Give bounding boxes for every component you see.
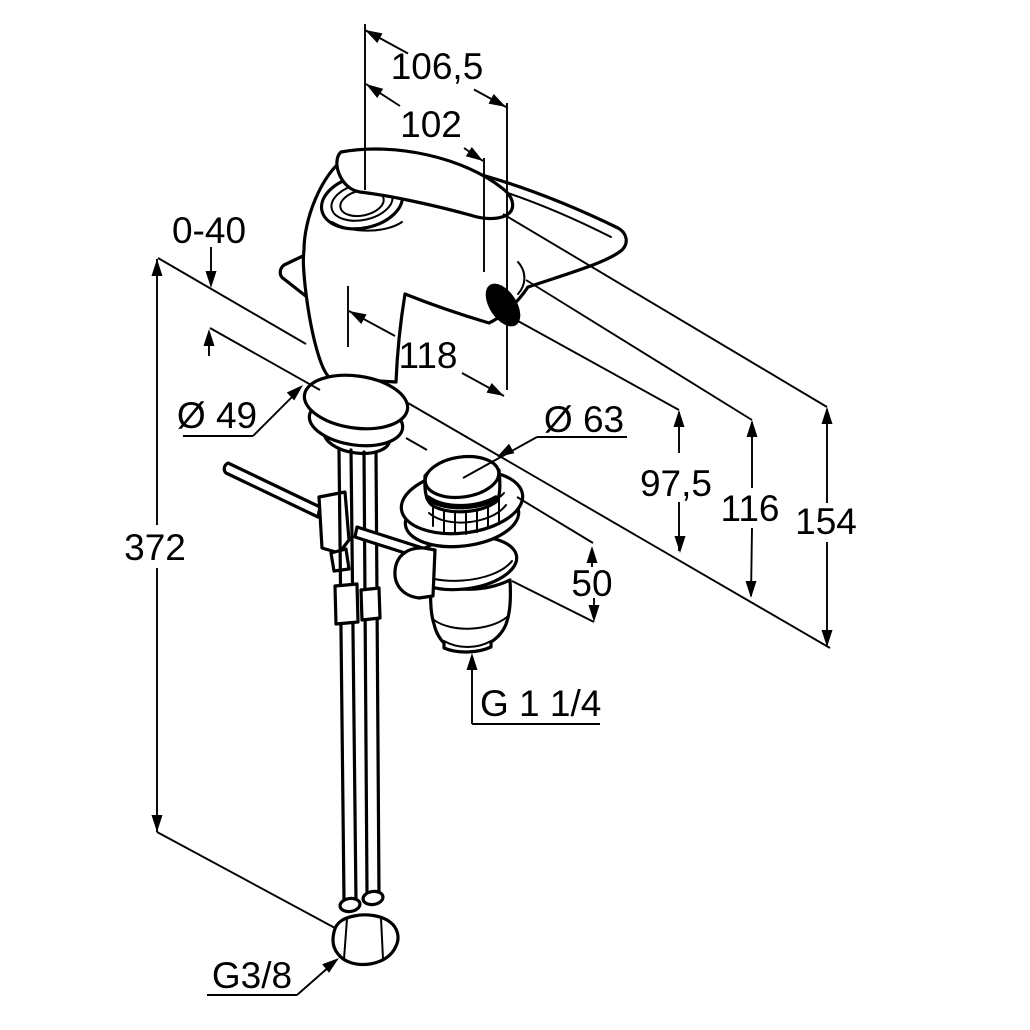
dimension-annotations: 106,5 102 0-40 118 Ø [124, 24, 857, 996]
drain-body-bottom-arc [443, 640, 492, 648]
dim-spout-projection: 102 [365, 83, 484, 162]
dim-overall-projection: 106,5 [364, 29, 507, 108]
dome-shoulder-arc [331, 221, 403, 232]
faucet-artwork [222, 147, 628, 967]
dim-drain-thread-label: G 1 1/4 [480, 683, 601, 724]
pop-up-drain [393, 454, 525, 654]
dim-drain-thread: G 1 1/4 [466, 653, 601, 725]
dim-deck-thickness-label: 0-40 [172, 210, 246, 251]
hose-nut [331, 913, 400, 967]
hose-nut-facet-right [380, 917, 384, 960]
hose-connector-left [333, 582, 360, 626]
rod-clamp [317, 490, 351, 555]
dim-hose-thread: G3/8 [207, 955, 339, 996]
hose-connector-right [359, 586, 382, 622]
supply-hoses [333, 448, 385, 914]
dim-hose-length-label: 372 [124, 527, 186, 568]
dim-outlet-height: 97,5 [640, 410, 712, 553]
hose-end-cap-left [338, 896, 362, 914]
hose-end-cap-right [361, 889, 385, 907]
ext-body-height [525, 279, 753, 421]
drain-body-ring [433, 616, 508, 630]
body-side-tab [278, 252, 309, 299]
aerator-outlet-icon [485, 283, 521, 327]
dim-spout-projection-label: 102 [400, 104, 462, 145]
pop-up-rod [222, 461, 322, 519]
spout-end-chamfer [517, 261, 526, 295]
dim-base-diameter: Ø 49 [177, 385, 303, 437]
hose-nut-facet-left [343, 918, 348, 960]
dim-overall-projection-label: 106,5 [391, 46, 484, 87]
ext-total-height [502, 213, 828, 408]
dim-body-height: 116 [721, 420, 780, 598]
dim-drain-diameter: Ø 63 [462, 399, 627, 479]
dim-body-height-label: 116 [721, 488, 780, 529]
dim-total-height: 154 [795, 407, 857, 647]
dim-hose-length: 372 [124, 259, 336, 929]
dim-drain-clearance-label: 50 [571, 563, 612, 604]
dim-drain-diameter-label: Ø 63 [544, 399, 624, 440]
dim-deck-thickness: 0-40 [172, 210, 246, 356]
dim-base-diameter-label: Ø 49 [177, 395, 257, 436]
drain-cap-rim [425, 495, 499, 510]
dim-outlet-height-label: 97,5 [640, 463, 712, 504]
drain-cap-top [423, 454, 501, 500]
drain-body [429, 578, 512, 654]
deck-reference-lines [157, 257, 831, 649]
ext-outlet-height [517, 320, 680, 411]
dim-spout-reach: 118 [347, 286, 505, 397]
base-flange-upper [302, 373, 410, 431]
dim-total-height-label: 154 [795, 501, 857, 542]
dim-drain-clearance: 50 [511, 546, 613, 623]
dim-spout-reach-label: 118 [399, 335, 458, 376]
drain-tee-inlet [393, 546, 437, 600]
dim-hose-thread-label: G3/8 [212, 955, 292, 996]
lever-handle [335, 147, 515, 221]
